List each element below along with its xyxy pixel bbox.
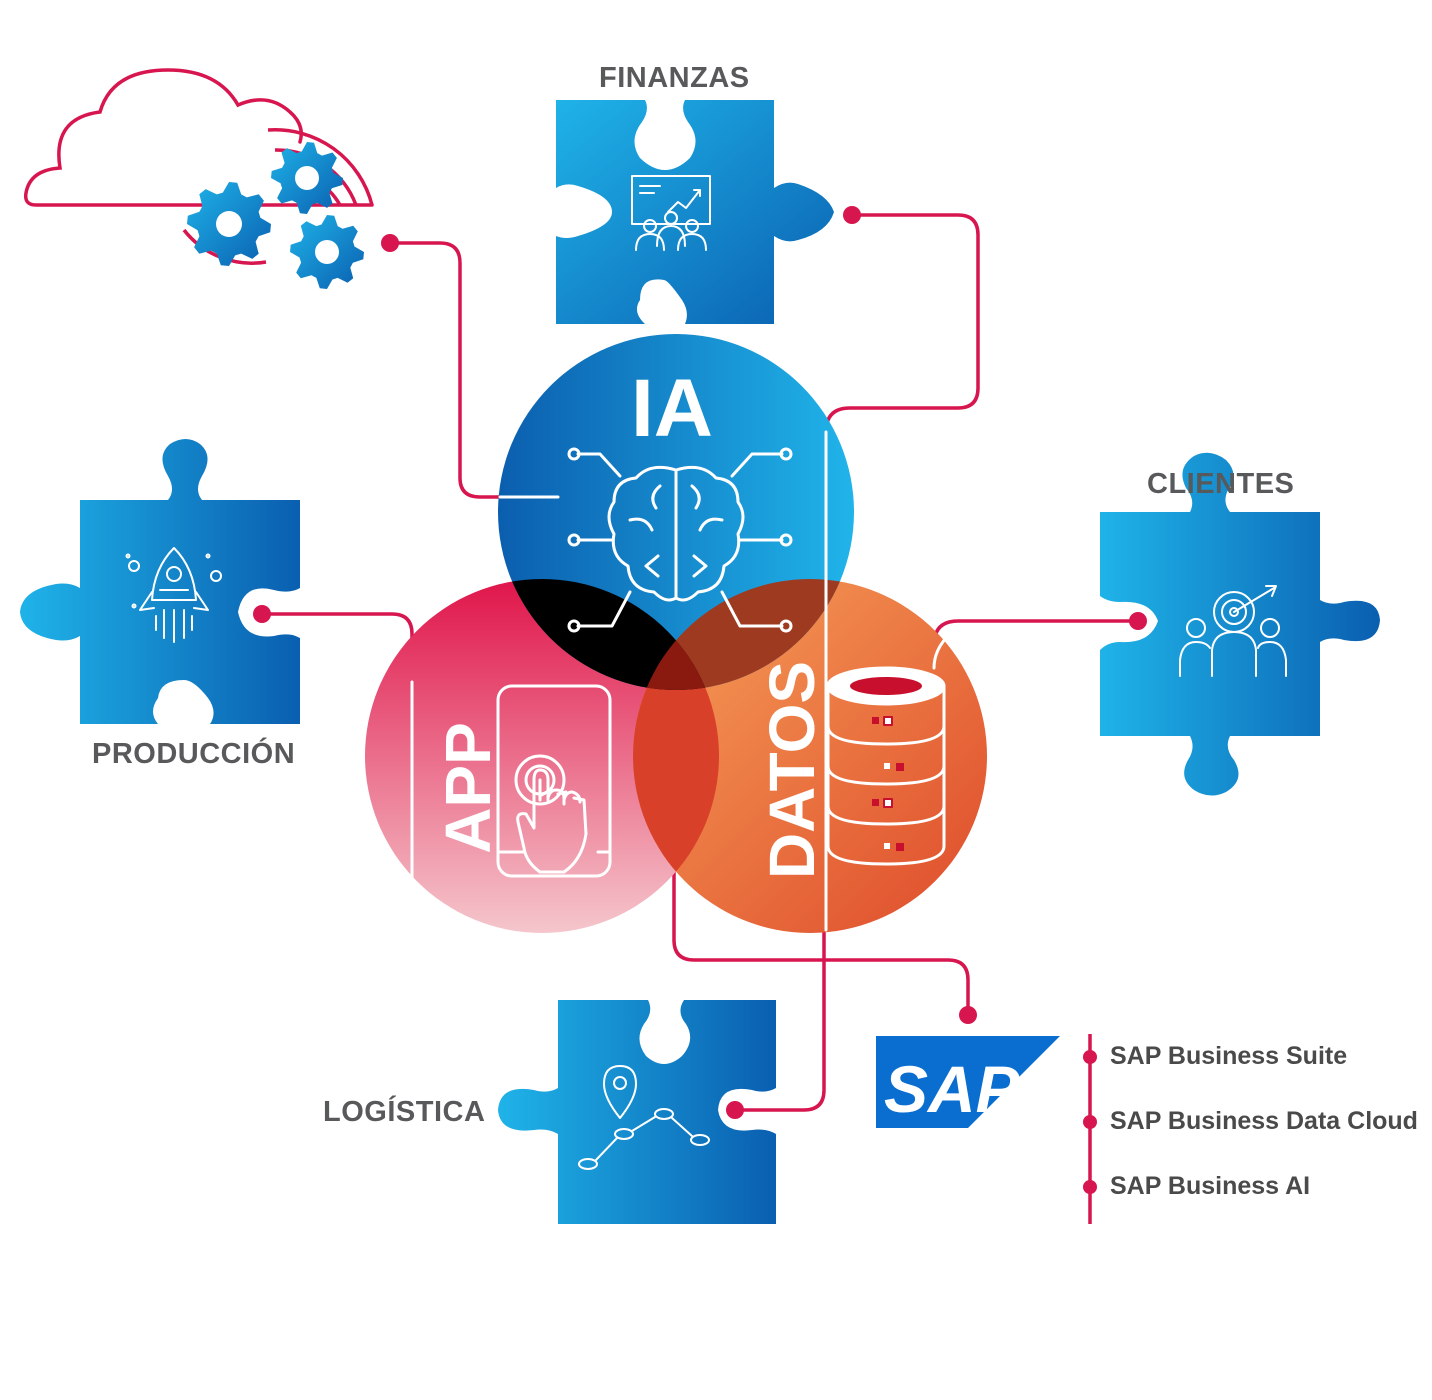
target-customers-icon xyxy=(1179,585,1287,677)
puzzle-finanzas xyxy=(556,100,834,324)
puzzle-logistica xyxy=(498,1000,776,1224)
sap-list-bar xyxy=(1083,1034,1097,1224)
label-finanzas: FINANZAS xyxy=(599,62,750,94)
connector-cloud-ia xyxy=(388,241,502,499)
presentation-growth-icon xyxy=(631,175,711,251)
datos-label: DATOS xyxy=(756,661,828,879)
sap-logo-text: SAP xyxy=(884,1052,1021,1126)
brain-circuit-icon xyxy=(498,447,793,633)
gear-hole xyxy=(315,240,339,264)
label-produccion: PRODUCCIÓN xyxy=(92,738,296,770)
gear-icon xyxy=(187,142,364,289)
touch-phone-icon xyxy=(496,684,612,878)
cloud-gears-icon xyxy=(23,68,374,289)
connector-logistica-datos xyxy=(733,928,826,1112)
connector-produccion-app xyxy=(260,612,414,684)
sap-item-suite: SAP Business Suite xyxy=(1110,1042,1348,1070)
label-logistica: LOGÍSTICA xyxy=(323,1096,486,1128)
puzzle-produccion xyxy=(20,439,300,724)
rocket-icon xyxy=(125,547,222,643)
sap-item-ai: SAP Business AI xyxy=(1110,1172,1311,1200)
puzzle-clientes xyxy=(1100,452,1380,796)
connector-app-sap xyxy=(672,756,970,1017)
sap-logo: SAP xyxy=(876,1036,1060,1128)
route-map-icon xyxy=(578,1065,710,1170)
label-clientes: CLIENTES xyxy=(1147,468,1295,500)
connector-dots xyxy=(253,206,1147,1119)
app-label: APP xyxy=(432,722,504,854)
connector-finanzas-datos xyxy=(824,213,980,932)
gear-hole xyxy=(295,166,319,190)
ia-label: IA xyxy=(631,363,713,454)
gear-hole xyxy=(216,211,242,237)
database-icon xyxy=(826,666,946,866)
circle-inner-lines xyxy=(410,430,954,932)
connector-lines xyxy=(260,213,1140,1112)
sap-item-data-cloud: SAP Business Data Cloud xyxy=(1110,1107,1418,1135)
